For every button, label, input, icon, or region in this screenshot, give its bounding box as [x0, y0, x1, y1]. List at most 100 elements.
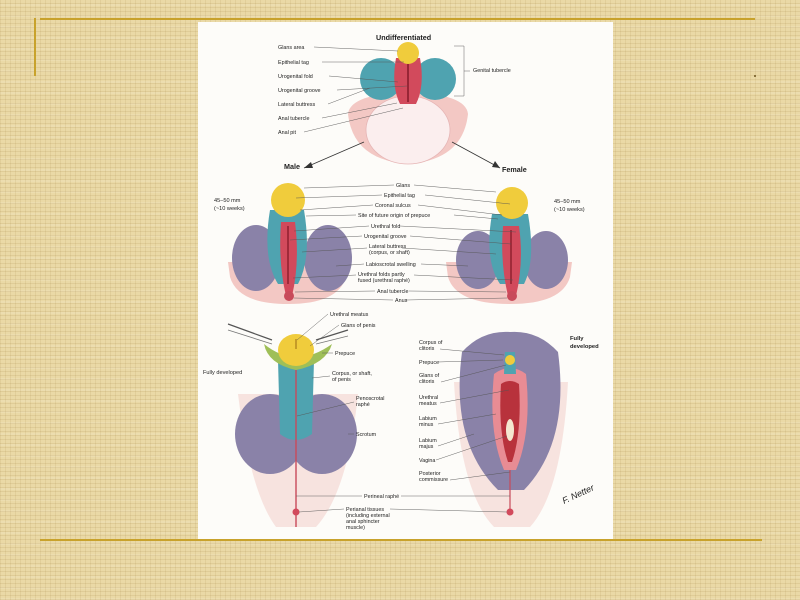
label-corpus-penis-2: of penis [332, 377, 351, 383]
glans-of-clitoris-illustration [505, 355, 515, 365]
label-stage2-urogenital-groove: Urogenital groove [364, 234, 407, 240]
label-urethral-meatus-female-1: Urethral [419, 395, 438, 401]
label-stage2-anal-tubercle: Anal tubercle [377, 289, 408, 295]
label-glans-clitoris-1: Glans of [419, 373, 440, 379]
glans-area [397, 42, 419, 64]
label-genital-tubercle: Genital tubercle [473, 68, 511, 74]
glans-of-penis-illustration [278, 334, 314, 366]
label-urethral-folds-fused-2: fused (urethral raphé) [358, 278, 410, 284]
label-glans-clitoris-2: clitoris [419, 379, 435, 385]
label-posterior-commissure-2: commissure [419, 477, 448, 483]
size-note-right-2: (~10 weeks) [554, 207, 585, 213]
frame-bottom-rule [40, 539, 762, 541]
label-anal-pit: Anal pit [278, 130, 296, 136]
label-perianal-tissues-4: muscle) [346, 525, 365, 531]
female-developed-labels: Corpus of clitoris Prepuce Glans of clit… [419, 340, 511, 483]
retractor-left-2 [227, 329, 273, 345]
label-posterior-commissure-1: Posterior [419, 471, 441, 477]
label-male-fully-developed: Fully developed [203, 370, 242, 376]
label-labium-minus-1: Labium [419, 416, 437, 422]
male-glans [271, 183, 305, 217]
label-labioscrotal-swelling: Labioscrotal swelling [366, 262, 416, 268]
label-scrotum: Scrotum [356, 432, 377, 438]
stage2-label-group: Glans Epithelial tag Coronal sulcus Site… [289, 183, 517, 304]
heading-undifferentiated: Undifferentiated [376, 33, 431, 42]
retractor-right-2 [315, 335, 349, 345]
label-labium-minus-2: minus [419, 422, 434, 428]
female-glans [496, 187, 528, 219]
size-note-left-1: 45–50 mm [214, 198, 241, 204]
frame-top-rule [40, 18, 755, 20]
label-urethral-folds-fused-1: Urethral folds partly [358, 272, 405, 278]
label-female-fully: Fully [570, 336, 584, 342]
label-urethral-meatus-female-2: meatus [419, 401, 437, 407]
label-perianal-tissues-1: Perianal tissues [346, 507, 384, 513]
size-note-right-1: 45–50 mm [554, 199, 581, 205]
arrow-to-male [303, 141, 365, 169]
female-embryo-illustration [446, 187, 572, 304]
label-glans-of-penis: Glans of penis [341, 323, 376, 329]
male-developed-stage: Fully developed Urethral meatus Glans of… [203, 312, 384, 527]
label-glans-area: Glans area [278, 45, 304, 51]
label-urogenital-groove: Urogenital groove [278, 88, 321, 94]
stray-dot [754, 75, 756, 77]
lateral-buttress-right [414, 58, 456, 100]
label-labium-majus-1: Labium [419, 438, 437, 444]
frame-left-rule [34, 18, 36, 76]
intermediate-stage: Male Female 45–50 mm (~10 weeks) 45–50 m… [214, 162, 585, 304]
male-anus [284, 291, 294, 301]
size-note-left-2: (~10 weeks) [214, 206, 245, 212]
label-corpus-clitoris-1: Corpus of [419, 340, 443, 346]
female-labioscrotal-swelling-left [456, 231, 500, 289]
label-perianal-tissues-2: (including external [346, 513, 390, 519]
lateral-buttress-left [360, 58, 402, 100]
shared-labels: Perineal raphé Perianal tissues (includi… [296, 494, 510, 531]
female-anus [507, 291, 517, 301]
vaginal-opening [506, 419, 514, 441]
label-anus: Anus [395, 298, 408, 304]
label-vagina: Vagina [419, 458, 435, 464]
label-stage2-epithelial-tag: Epithelial tag [384, 193, 415, 199]
retractor-right [315, 329, 349, 341]
label-prepuce-female: Prepuce [419, 360, 439, 366]
anal-pit-disc [365, 95, 451, 165]
undiff-label-group: Glans area Epithelial tag Urogenital fol… [278, 45, 511, 136]
male-labioscrotal-swelling-right [304, 225, 352, 291]
label-penoscrotal-raphe-1: Penoscrotal [356, 396, 384, 402]
label-urethral-meatus: Urethral meatus [330, 312, 369, 318]
label-coronal-sulcus: Coronal sulcus [375, 203, 411, 209]
label-urogenital-fold: Urogenital fold [278, 74, 313, 80]
female-developed-stage: Fully developed Corpus of clitoris Prepu… [419, 331, 599, 527]
label-corpus-penis-1: Corpus, or shaft, [332, 371, 372, 377]
heading-male: Male [284, 162, 300, 171]
arrow-to-female [451, 141, 501, 169]
label-perianal-tissues-3: anal sphincter [346, 519, 380, 525]
male-embryo-illustration [228, 183, 352, 304]
genital-tubercle-bracket [454, 45, 470, 97]
label-labium-majus-2: majus [419, 444, 434, 450]
retractor-left [227, 323, 273, 341]
arrowhead-female [492, 161, 500, 168]
label-anal-tubercle: Anal tubercle [278, 116, 309, 122]
label-penoscrotal-raphe-2: raphé [356, 402, 370, 408]
embryology-figure: Undifferentiated Glans area Epithelial t… [198, 22, 613, 539]
arrowhead-male [304, 162, 313, 168]
label-female-developed: developed [570, 344, 599, 350]
female-labioscrotal-swelling-right [524, 231, 568, 289]
label-site-of-prepuce: Site of future origin of prepuce [358, 213, 430, 219]
artist-signature: F. Netter [561, 482, 597, 506]
label-glans: Glans [396, 183, 410, 189]
label-corpus-clitoris-2: clitoris [419, 346, 435, 352]
heading-female: Female [502, 165, 527, 174]
label-epithelial-tag: Epithelial tag [278, 60, 309, 66]
label-stage2-lateral-buttress-1: Lateral buttress [369, 244, 406, 250]
label-stage2-lateral-buttress-2: (corpus, or shaft) [369, 250, 410, 256]
undifferentiated-stage: Undifferentiated Glans area Epithelial t… [278, 33, 511, 169]
label-prepuce-male: Prepuce [335, 351, 355, 357]
male-perianal-dot [292, 508, 300, 516]
label-lateral-buttress: Lateral buttress [278, 102, 315, 108]
female-perianal-dot [506, 508, 514, 516]
genital-development-illustration: Undifferentiated Glans area Epithelial t… [203, 33, 599, 531]
label-perineal-raphe: Perineal raphé [364, 494, 399, 500]
label-urethral-fold: Urethral fold [371, 224, 400, 230]
